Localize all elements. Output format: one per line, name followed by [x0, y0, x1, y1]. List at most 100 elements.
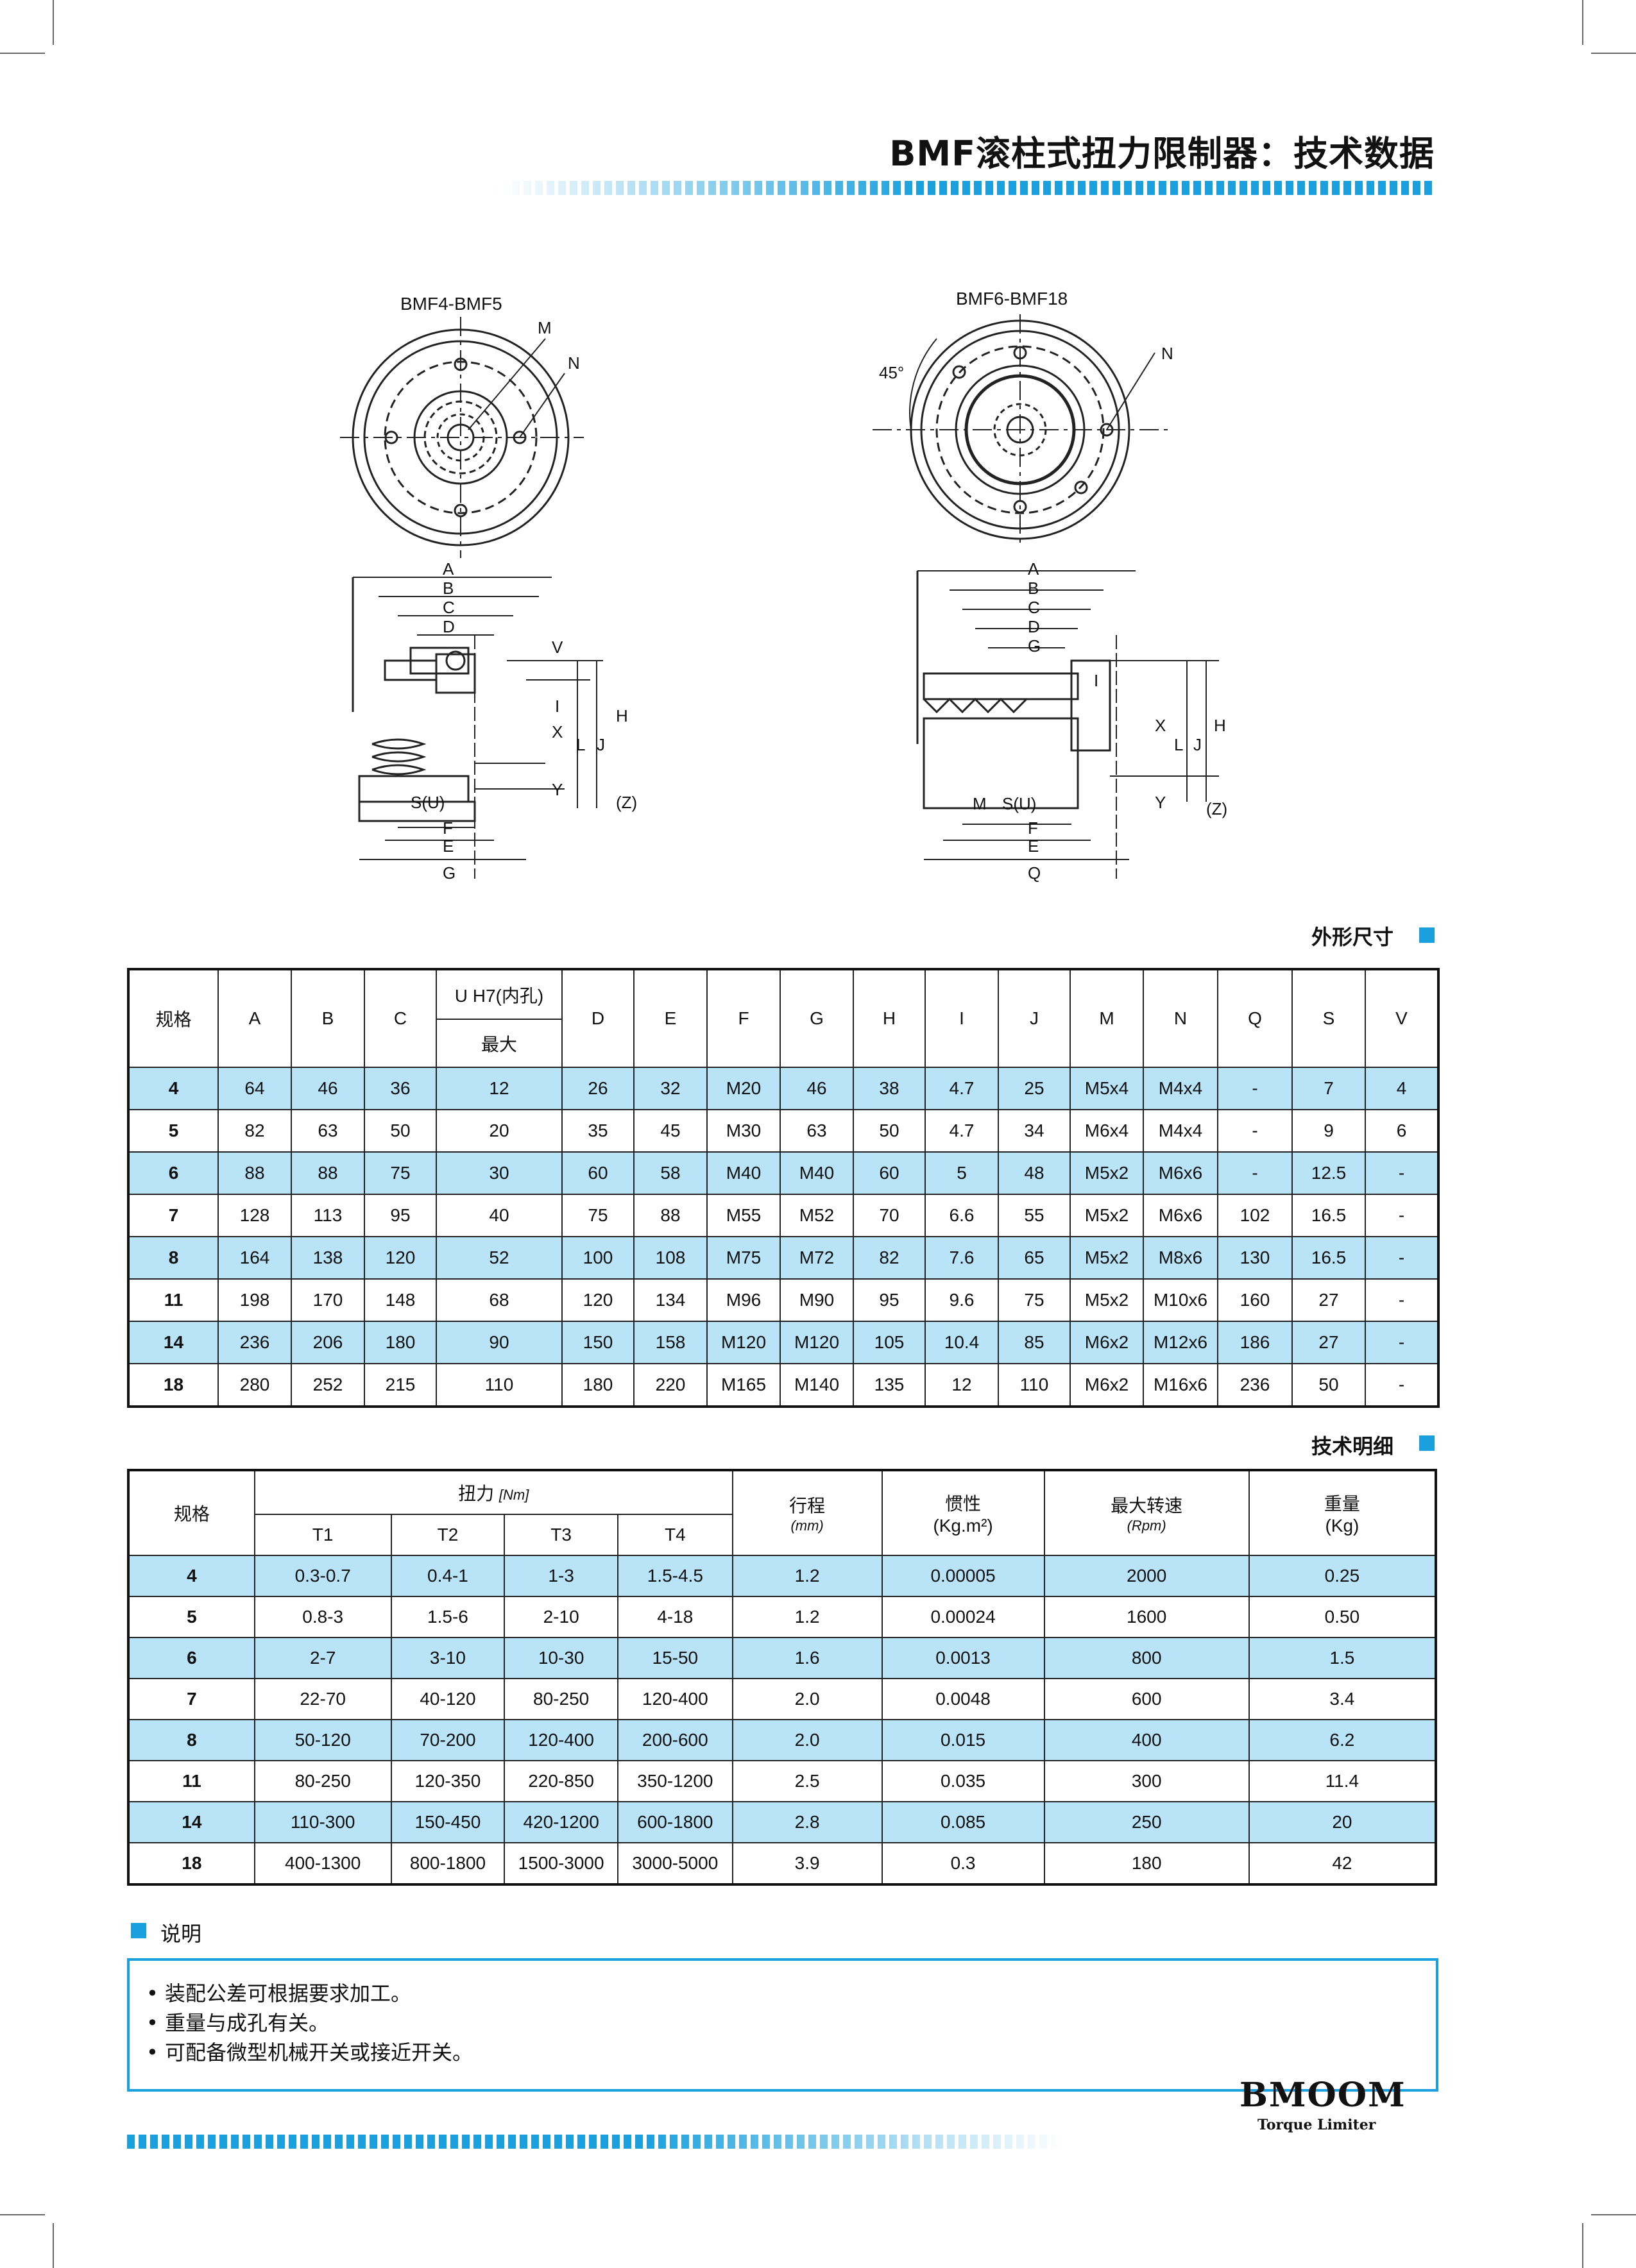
table-cell: 50-120: [253, 1719, 392, 1761]
table-cell: M6x4: [1069, 1109, 1144, 1153]
spec-cell: 14: [128, 1321, 219, 1364]
spec-cell: 4: [128, 1555, 255, 1597]
table-cell: 350-1200: [617, 1760, 733, 1802]
table-cell: 45: [633, 1109, 708, 1153]
table-cell: 15-50: [617, 1637, 733, 1679]
dim-label: Y: [1155, 793, 1166, 812]
table-cell: 200-600: [617, 1719, 733, 1761]
crop-mark: [0, 2214, 45, 2215]
technical-heading: 技术明细: [1311, 1434, 1394, 1459]
spec-cell: 11: [128, 1760, 255, 1802]
table-cell: 220-850: [504, 1760, 618, 1802]
table-cell: 70-200: [390, 1719, 506, 1761]
table-cell: 82: [217, 1109, 292, 1153]
table-cell: 63: [291, 1109, 365, 1153]
col-header: B: [291, 969, 365, 1068]
crop-mark: [0, 53, 45, 54]
spec-cell: 5: [128, 1109, 219, 1153]
table-cell: 0.3: [881, 1842, 1045, 1885]
table-cell: 108: [633, 1236, 708, 1280]
brand-tagline: Torque Limiter: [1257, 2117, 1376, 2133]
table-cell: 22-70: [253, 1678, 392, 1720]
table-cell: M75: [706, 1236, 781, 1280]
col-header: E: [633, 969, 708, 1068]
dim-label: E: [1028, 836, 1039, 856]
col-header: J: [998, 969, 1071, 1068]
table-cell: 55: [998, 1194, 1071, 1237]
spec-cell: 4: [128, 1067, 219, 1110]
table-cell: M140: [780, 1363, 854, 1407]
table-cell: M6x6: [1143, 1151, 1218, 1195]
table-cell: 138: [291, 1236, 365, 1280]
table-cell: 130: [1217, 1236, 1293, 1280]
table-cell: 2-7: [253, 1637, 392, 1679]
table-cell: 27: [1291, 1321, 1366, 1364]
spec-cell: 5: [128, 1596, 255, 1638]
spec-cell: 18: [128, 1363, 219, 1407]
col-header: T4: [617, 1514, 733, 1556]
table-cell: 4-18: [617, 1596, 733, 1638]
col-header: H: [853, 969, 926, 1068]
heading-square-icon: [1419, 1435, 1435, 1451]
table-cell: 70: [853, 1194, 926, 1237]
table-cell: M6x2: [1069, 1321, 1144, 1364]
table-cell: 80-250: [504, 1678, 618, 1720]
table-cell: M120: [780, 1321, 854, 1364]
col-header: D: [561, 969, 635, 1068]
table-cell: 0.8-3: [253, 1596, 392, 1638]
table-cell: M40: [706, 1151, 781, 1195]
table-cell: 52: [436, 1236, 563, 1280]
crop-mark: [1582, 0, 1583, 45]
drawing-title-left: BMF4-BMF5: [400, 294, 502, 314]
dim-label: I: [1094, 671, 1098, 690]
table-cell: 1.5-4.5: [617, 1555, 733, 1597]
table-cell: 600-1800: [617, 1801, 733, 1843]
inertia-header: 惯性 (Kg.m²): [881, 1469, 1045, 1556]
col-header: I: [925, 969, 999, 1068]
table-cell: 75: [998, 1278, 1071, 1322]
torque-label: 扭力: [458, 1484, 495, 1503]
table-cell: M5x2: [1069, 1236, 1144, 1280]
dim-label: H: [1214, 716, 1226, 735]
table-cell: -: [1365, 1321, 1439, 1364]
table-cell: 34: [998, 1109, 1071, 1153]
table-cell: 220: [633, 1363, 708, 1407]
table-cell: 2.8: [731, 1801, 883, 1843]
table-cell: 420-1200: [504, 1801, 618, 1843]
table-cell: 9.6: [925, 1278, 999, 1322]
table-cell: 280: [217, 1363, 292, 1407]
table-cell: 2.5: [731, 1760, 883, 1802]
drawing-title-right: BMF6-BMF18: [956, 289, 1068, 309]
dim-label: J: [1193, 735, 1202, 754]
col-header: S: [1291, 969, 1366, 1068]
dim-label: X: [552, 722, 563, 741]
table-cell: M90: [780, 1278, 854, 1322]
table-cell: 0.50: [1248, 1596, 1437, 1638]
title-decoration-bar: [500, 181, 1436, 195]
table-cell: 3.9: [731, 1842, 883, 1885]
col-header: 最大: [436, 1019, 563, 1068]
table-cell: 6: [1365, 1109, 1439, 1153]
table-cell: 0.0013: [881, 1637, 1045, 1679]
table-cell: 120: [561, 1278, 635, 1322]
table-cell: -: [1217, 1067, 1293, 1110]
table-cell: M4x4: [1143, 1109, 1218, 1153]
table-cell: 90: [436, 1321, 563, 1364]
dim-label: M: [973, 794, 987, 813]
table-cell: 180: [561, 1363, 635, 1407]
col-header: V: [1365, 969, 1439, 1068]
table-cell: 4: [1365, 1067, 1439, 1110]
table-cell: 3-10: [390, 1637, 506, 1679]
dim-label: X: [1155, 716, 1166, 735]
table-cell: 0.00024: [881, 1596, 1045, 1638]
table-cell: 148: [364, 1278, 437, 1322]
table-cell: M6x2: [1069, 1363, 1144, 1407]
dim-label: C: [443, 598, 455, 617]
table-cell: 35: [561, 1109, 635, 1153]
table-cell: 160: [1217, 1278, 1293, 1322]
page-title: BMF滚柱式扭力限制器：技术数据: [889, 133, 1435, 174]
